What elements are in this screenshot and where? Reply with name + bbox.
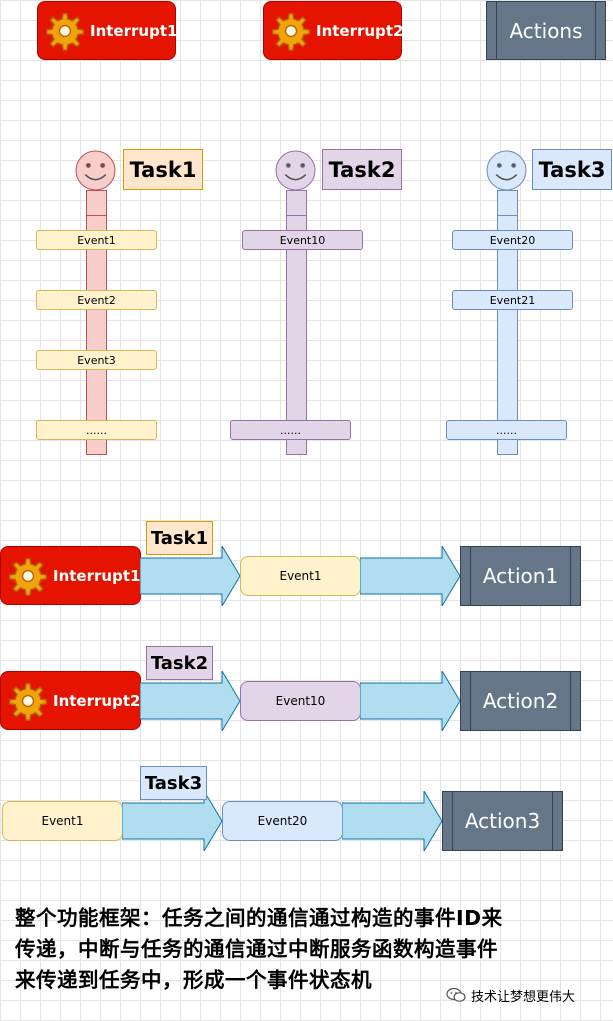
flow2-interrupt2: Interrupt2 bbox=[0, 671, 141, 730]
flow3-source-event: Event1 bbox=[2, 801, 123, 841]
watermark-text: 技术让梦想更伟大 bbox=[471, 989, 576, 1005]
gear-icon bbox=[46, 12, 84, 51]
flow1-event: Event1 bbox=[240, 556, 361, 596]
event-bar: ...... bbox=[230, 420, 351, 440]
event-bar: Event3 bbox=[36, 350, 157, 370]
flow-arrow bbox=[122, 791, 223, 851]
task3-lifeline bbox=[497, 190, 518, 455]
flow2-action-label: Action2 bbox=[482, 689, 559, 713]
flow-arrow bbox=[342, 791, 443, 851]
smiley-icon bbox=[75, 150, 116, 191]
flow-arrow bbox=[360, 671, 461, 731]
flow2-task-label: Task2 bbox=[146, 646, 213, 680]
flow1-source-label: Interrupt1 bbox=[53, 566, 141, 585]
flow-arrow bbox=[140, 671, 241, 731]
event-bar: Event10 bbox=[242, 230, 363, 250]
actions-label: Actions bbox=[509, 18, 583, 43]
caption: 整个功能框架：任务之间的通信通过构造的事件ID来 传递，中断与任务的通信通过中断… bbox=[15, 903, 605, 996]
watermark: 技术让梦想更伟大 bbox=[446, 985, 606, 1005]
flow3-action-label: Action3 bbox=[464, 809, 541, 833]
caption-line: 整个功能框架：任务之间的通信通过构造的事件ID来 bbox=[15, 906, 503, 930]
flow2-event: Event10 bbox=[240, 681, 361, 721]
flow1-action-label: Action1 bbox=[482, 564, 559, 588]
flow2-source-label: Interrupt2 bbox=[53, 691, 141, 710]
interrupt1-node: Interrupt1 bbox=[37, 1, 178, 60]
flow3-action: Action3 bbox=[442, 791, 563, 851]
gear-icon bbox=[272, 12, 310, 51]
interrupt2-label: Interrupt2 bbox=[316, 21, 404, 40]
event-bar: Event20 bbox=[452, 230, 573, 250]
event-bar: ...... bbox=[446, 420, 567, 440]
smiley-icon bbox=[275, 150, 316, 191]
event-bar: ...... bbox=[36, 420, 157, 440]
caption-line: 传递，中断与任务的通信通过中断服务函数构造事件 bbox=[15, 937, 498, 961]
task3-label: Task3 bbox=[532, 149, 612, 190]
flow3-event: Event20 bbox=[222, 801, 343, 841]
caption-line: 来传递到任务中，形成一个事件状态机 bbox=[15, 968, 372, 992]
flow1-action: Action1 bbox=[460, 546, 581, 606]
event-bar: Event1 bbox=[36, 230, 157, 250]
smiley-icon bbox=[486, 150, 527, 191]
task2-lifeline bbox=[286, 190, 307, 455]
flow-arrow bbox=[360, 546, 461, 606]
gear-icon bbox=[9, 682, 47, 721]
task2-label: Task2 bbox=[322, 149, 402, 190]
gear-icon bbox=[9, 557, 47, 596]
event-bar: Event21 bbox=[452, 290, 573, 310]
flow3-task-label: Task3 bbox=[140, 766, 207, 800]
interrupt2-node: Interrupt2 bbox=[263, 1, 404, 60]
flow2-action: Action2 bbox=[460, 671, 581, 731]
flow1-task-label: Task1 bbox=[146, 521, 213, 555]
interrupt1-label: Interrupt1 bbox=[90, 21, 178, 40]
wechat-icon bbox=[446, 987, 466, 1002]
flow-arrow bbox=[140, 546, 241, 606]
flow1-interrupt1: Interrupt1 bbox=[0, 546, 141, 605]
task1-lifeline bbox=[86, 190, 107, 455]
event-bar: Event2 bbox=[36, 290, 157, 310]
actions-node: Actions bbox=[486, 1, 606, 60]
task1-label: Task1 bbox=[123, 149, 203, 190]
